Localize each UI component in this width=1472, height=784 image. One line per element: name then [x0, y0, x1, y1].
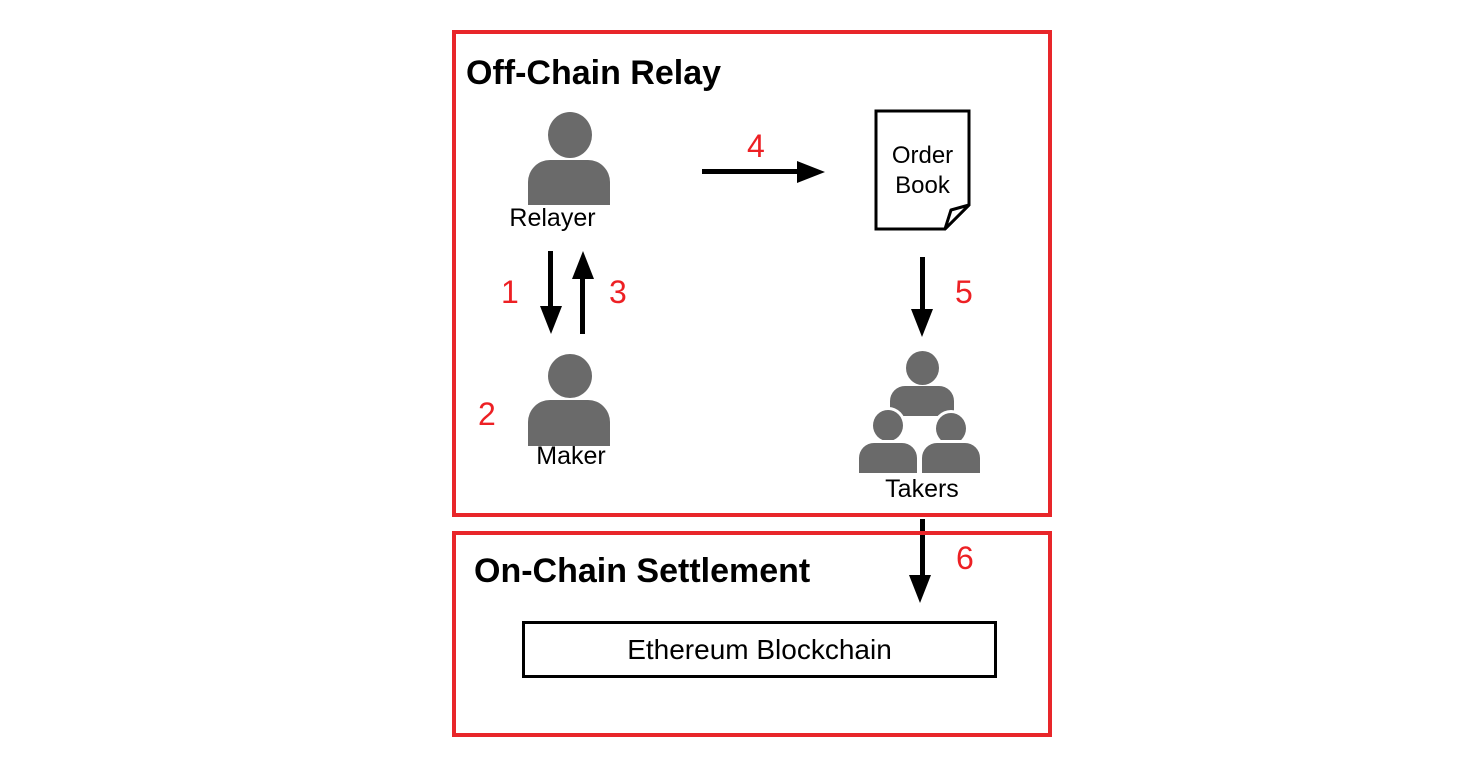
- relayer-label: Relayer: [509, 204, 596, 232]
- order-book-document-icon: [874, 109, 971, 231]
- maker-label: Maker: [536, 442, 606, 470]
- off-chain-title: Off-Chain Relay: [466, 54, 722, 92]
- step-1-number: 1: [501, 274, 519, 310]
- step-4-number: 4: [747, 128, 765, 164]
- ethereum-blockchain-box: Ethereum Blockchain: [522, 621, 997, 678]
- step-2-number: 2: [478, 396, 496, 432]
- step-6-number: 6: [956, 540, 974, 576]
- on-chain-settlement-box: [452, 531, 1052, 737]
- order-book-label: Order Book: [891, 142, 954, 199]
- step-3-number: 3: [609, 274, 627, 310]
- step-5-number: 5: [955, 274, 973, 310]
- off-chain-relay-box: [452, 30, 1052, 517]
- on-chain-title: On-Chain Settlement: [474, 552, 811, 590]
- ethereum-blockchain-label: Ethereum Blockchain: [627, 633, 892, 665]
- takers-label: Takers: [885, 475, 959, 503]
